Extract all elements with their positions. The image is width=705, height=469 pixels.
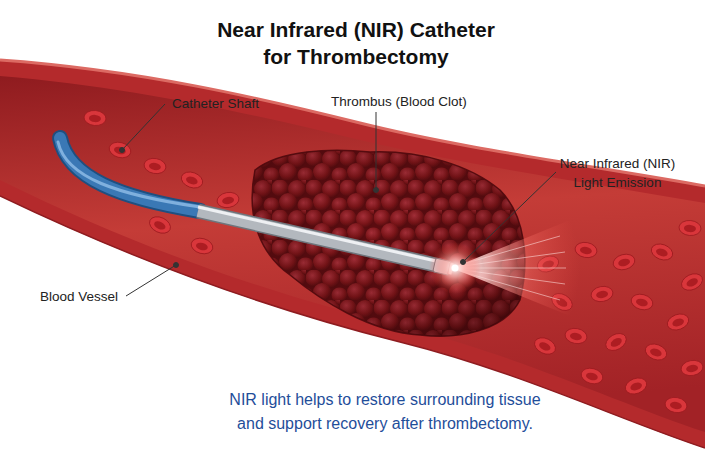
vessel-lumen (0, 76, 705, 432)
vessel-wall (0, 60, 705, 448)
callout-label: Blood Vessel (40, 287, 160, 306)
catheter-shaft-silver-fill (198, 211, 440, 266)
catheter-shaft-blue-shine (58, 142, 200, 207)
catheter-shaft-silver-shine (198, 207, 440, 262)
callout-label: Thrombus (Blood Clot) (331, 92, 511, 111)
callout-label: Catheter Shaft (172, 94, 312, 113)
light-glow (429, 242, 481, 294)
red-blood-cells (83, 110, 705, 415)
thrombus-shade (252, 150, 525, 336)
callout-label: Near Infrared (NIR) Light Emission (555, 154, 680, 192)
thrombus (252, 150, 525, 336)
light-source (452, 265, 459, 272)
diagram-caption: NIR light helps to restore surrounding t… (220, 388, 550, 436)
diagram-title: Near Infrared (NIR) Catheter for Thrombe… (206, 16, 506, 70)
leader-lines (120, 104, 557, 296)
catheter-shaft-silver (198, 211, 440, 266)
